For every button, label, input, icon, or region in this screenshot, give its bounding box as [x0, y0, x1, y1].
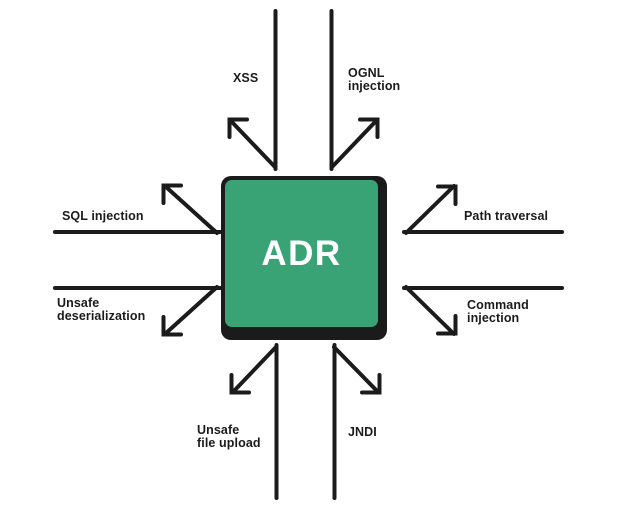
label-ognl-injection: OGNL injection [348, 66, 401, 93]
label-command-injection: Command injection [467, 298, 529, 325]
label-unsafe-deserialization: Unsafe deserialization [57, 296, 146, 323]
attack-arrow-deserialization [53, 285, 223, 337]
adr-center-box-face: ADR [225, 180, 378, 327]
deflect-shaft-path-traversal [404, 184, 456, 235]
arrowhead-up-right-icon [358, 117, 380, 139]
deflect-shaft-ognl [330, 119, 378, 169]
deflect-shaft-file-upload [231, 345, 278, 394]
arrowhead-up-left-icon [161, 183, 183, 205]
adr-center-label: ADR [261, 233, 342, 273]
arrowhead-down-right-icon [436, 314, 458, 336]
deflect-shaft-sql [163, 184, 219, 235]
arrowhead-up-left-icon [227, 117, 249, 139]
label-xss: XSS [233, 71, 259, 85]
attack-arrow-ognl [329, 9, 380, 171]
arrowhead-down-left-icon [161, 315, 183, 337]
attack-arrow-jndi [332, 343, 382, 500]
deflect-shaft-command-injection [404, 285, 456, 336]
adr-center-box: ADR [221, 176, 387, 340]
deflect-shaft-xss [229, 119, 277, 169]
attack-arrow-command-injection [402, 285, 564, 336]
label-unsafe-file-upload: Unsafe file upload [197, 423, 261, 450]
attack-arrow-sql [53, 183, 223, 235]
label-sql-injection: SQL injection [62, 209, 144, 223]
attack-arrow-file-upload [229, 343, 279, 500]
attack-arrow-path-traversal [402, 184, 564, 235]
attack-arrow-xss [227, 9, 278, 171]
deflect-shaft-deserialization [163, 285, 219, 336]
arrowhead-up-right-icon [436, 184, 458, 206]
arrowhead-down-left-icon [229, 373, 251, 395]
label-jndi: JNDI [348, 425, 377, 439]
deflect-shaft-jndi [332, 345, 380, 394]
arrowhead-down-right-icon [360, 373, 382, 395]
label-path-traversal: Path traversal [464, 209, 549, 223]
